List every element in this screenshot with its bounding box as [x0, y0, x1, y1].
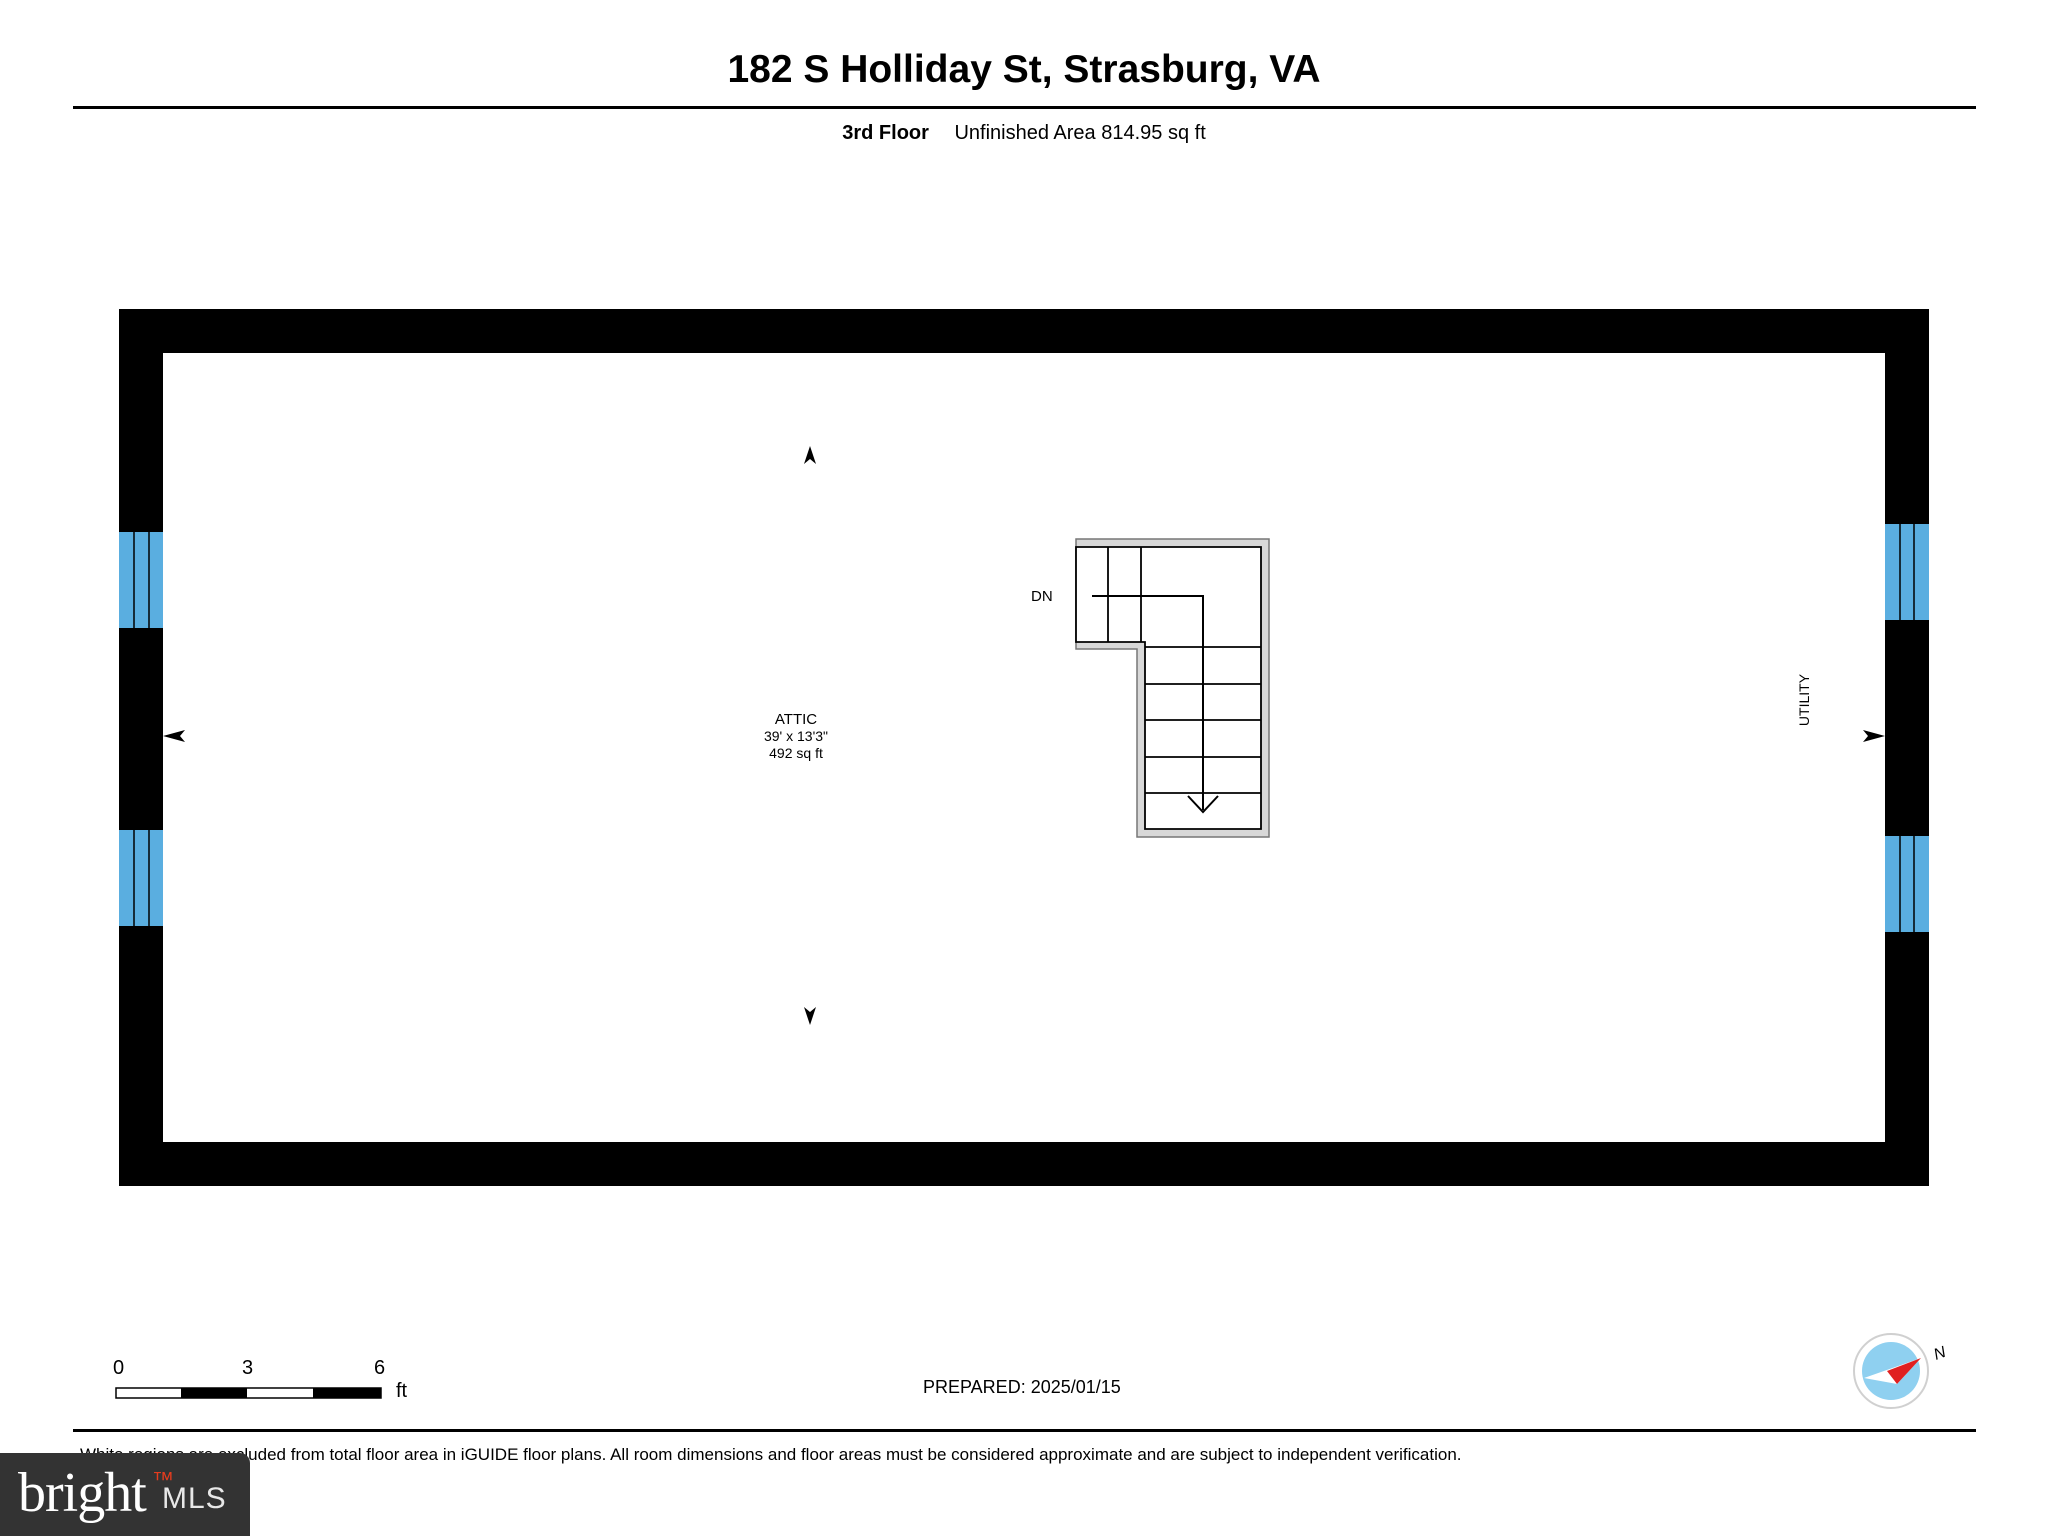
- room-dimensions: 39' x 13'3": [764, 728, 828, 744]
- scale-tick-6: 6: [374, 1357, 386, 1379]
- compass-icon: [1853, 1333, 1929, 1409]
- floor-summary: 3rd Floor Unfinished Area 814.95 sq ft: [0, 122, 2048, 145]
- room-name: ATTIC: [775, 711, 817, 728]
- marker-arrow-left-icon: [163, 730, 185, 742]
- marker-arrow-down-icon: [804, 1007, 816, 1025]
- bright-mls-logo: bright ™ MLS: [0, 1453, 250, 1536]
- brand-trademark: ™: [152, 1467, 174, 1492]
- marker-arrow-up-icon: [804, 446, 816, 464]
- prepared-date: PREPARED: 2025/01/15: [923, 1377, 1121, 1397]
- scale-tick-0: 0: [113, 1357, 125, 1379]
- window-left-upper: [119, 532, 163, 628]
- disclaimer-text: White regions are excluded from total fl…: [80, 1445, 1462, 1464]
- utility-label: UTILITY: [1796, 673, 1812, 726]
- window-right-upper: [1885, 524, 1929, 620]
- stair-label: DN: [1031, 588, 1053, 605]
- room-interior-attic: [163, 353, 1885, 1142]
- scale-unit: ft: [396, 1380, 408, 1402]
- scale-tick-3: 3: [242, 1357, 254, 1379]
- window-right-lower: [1885, 836, 1929, 932]
- window-left-lower: [119, 830, 163, 926]
- brand-name: bright: [18, 1462, 147, 1524]
- stair-arrow-down-icon: [1187, 795, 1219, 814]
- floor-label: 3rd Floor: [842, 122, 929, 144]
- staircase: [1075, 538, 1270, 838]
- header-rule: [73, 106, 1976, 109]
- area-label: Unfinished Area 814.95 sq ft: [954, 122, 1206, 144]
- marker-arrow-right-icon: [1863, 730, 1885, 742]
- compass-label: N: [1932, 1344, 1949, 1364]
- scale-bar: [115, 1387, 382, 1399]
- page-title: 182 S Holliday St, Strasburg, VA: [727, 48, 1321, 91]
- room-area: 492 sq ft: [769, 745, 823, 761]
- footer-rule: [73, 1429, 1976, 1432]
- brand-suffix: MLS: [162, 1482, 227, 1515]
